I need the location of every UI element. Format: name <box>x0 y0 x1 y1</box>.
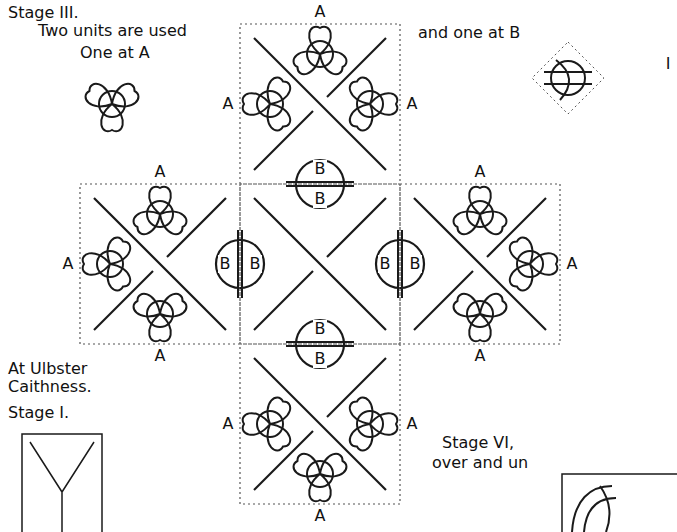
unit-ring <box>467 201 493 227</box>
triquetra-unit <box>86 84 139 131</box>
point-letter: B <box>408 255 423 273</box>
b-unit-bar <box>286 185 354 187</box>
point-letter: A <box>473 163 488 181</box>
b-unit-arc <box>400 240 424 288</box>
note-text: and one at B <box>416 24 522 42</box>
unit-ring <box>517 251 543 277</box>
unit-ring <box>147 201 173 227</box>
point-letter: B <box>218 255 233 273</box>
tile-border <box>240 24 400 184</box>
point-letter: A <box>405 415 420 433</box>
unit-ring <box>357 91 383 117</box>
knot-tile <box>240 24 400 184</box>
point-letter: B <box>313 190 328 208</box>
triquetra-unit <box>294 454 347 501</box>
diagonal-band <box>327 358 386 417</box>
unit-ring <box>307 41 333 67</box>
note-text: One at A <box>78 44 152 62</box>
triquetra-unit <box>350 78 397 131</box>
knot-tile <box>240 344 400 504</box>
tile-border <box>400 184 560 344</box>
unit-ring <box>357 411 383 437</box>
b-unit-arc <box>296 160 344 184</box>
point-letter: A <box>153 163 168 181</box>
point-letter: B <box>313 350 328 368</box>
knot-tile <box>400 184 560 344</box>
note-text: At Ulbster Caithness. <box>6 360 106 397</box>
b-unit-arc <box>216 240 240 288</box>
point-letter: I <box>664 55 673 73</box>
diagonal-band <box>254 111 313 170</box>
note-text: over and un <box>430 454 530 472</box>
triquetra-unit <box>243 78 290 131</box>
tile-border <box>80 184 240 344</box>
knot-tile <box>80 184 240 344</box>
point-letter: B <box>313 320 328 338</box>
b-unit-arc <box>296 320 344 344</box>
note-text: Stage VI, <box>440 434 516 452</box>
diagonal-band <box>327 38 386 97</box>
diagonal-band <box>327 198 386 257</box>
point-letter: B <box>313 160 328 178</box>
triquetra-unit <box>134 187 187 234</box>
triquetra-unit <box>454 294 507 341</box>
diagonal-band <box>94 271 153 330</box>
point-letter: A <box>153 347 168 365</box>
b-unit-bar <box>401 230 403 298</box>
note-text: Stage III. <box>6 4 81 22</box>
diagonal-band <box>414 271 473 330</box>
stage-one-sketch <box>22 434 102 532</box>
b-unit-arc <box>240 240 264 288</box>
b-unit-arc <box>296 344 344 368</box>
triquetra-unit <box>350 398 397 451</box>
b-unit-arc <box>296 184 344 208</box>
b-unit-arc <box>376 240 400 288</box>
point-letter: A <box>313 507 328 525</box>
note-text: Two units are used <box>36 22 189 40</box>
point-letter: A <box>313 3 328 21</box>
unit-ring <box>147 301 173 327</box>
b-unit-bar <box>286 181 354 183</box>
b-unit-bar <box>237 230 239 298</box>
b-unit-bar <box>286 345 354 347</box>
diagonal-band <box>254 198 386 330</box>
point-letter: B <box>378 255 393 273</box>
note-text: Stage I. <box>6 404 71 422</box>
point-letter: A <box>473 347 488 365</box>
knot-tile <box>240 184 400 344</box>
point-letter: A <box>221 95 236 113</box>
unit-ring <box>99 91 125 117</box>
diagonal-band <box>487 198 546 257</box>
unit-ring <box>97 251 123 277</box>
tile-border <box>240 184 400 344</box>
point-letter: A <box>565 255 580 273</box>
triquetra-unit <box>294 27 347 74</box>
triquetra-unit <box>454 187 507 234</box>
tile-border <box>240 344 400 504</box>
b-unit-bar <box>397 230 399 298</box>
unit-ring <box>257 91 283 117</box>
b-unit-bar <box>286 341 354 343</box>
diagonal-band <box>254 431 313 490</box>
b-unit-bar <box>241 230 243 298</box>
unit-ring <box>467 301 493 327</box>
triquetra-unit <box>83 238 130 291</box>
unit-ring <box>307 461 333 487</box>
diagonal-band <box>167 198 226 257</box>
triquetra-unit <box>134 294 187 341</box>
point-letter: A <box>221 415 236 433</box>
triquetra-unit <box>243 398 290 451</box>
stage-six-sketch <box>562 474 677 532</box>
triquetra-unit <box>510 238 557 291</box>
diagonal-band <box>254 271 313 330</box>
point-letter: A <box>405 95 420 113</box>
point-letter: B <box>248 255 263 273</box>
point-letter: A <box>61 255 76 273</box>
b-unit-sample <box>532 42 604 114</box>
unit-ring <box>257 411 283 437</box>
